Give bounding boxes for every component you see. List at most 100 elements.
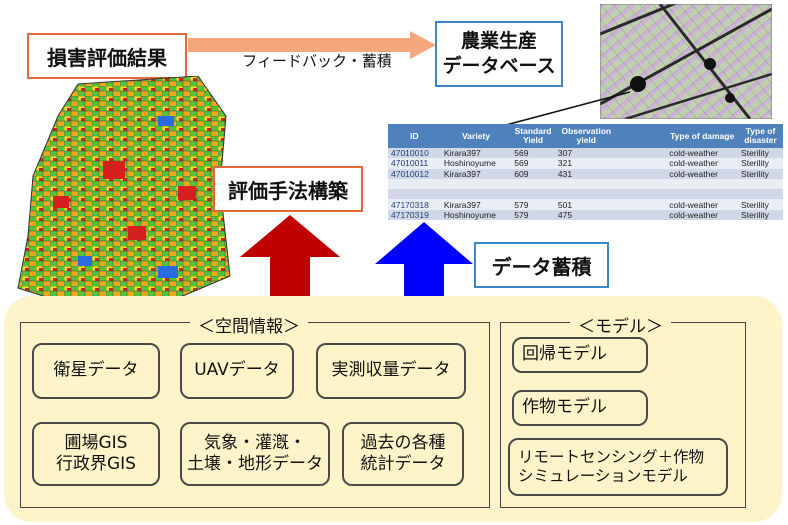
feedback-arrow (188, 31, 436, 59)
database-box: 農業生産 データベース (435, 21, 563, 87)
crop-model-box: 作物モデル (512, 390, 648, 426)
table-cell: 47010012 (388, 168, 441, 179)
table-cell: 47010011 (388, 158, 441, 169)
table-cell: 475 (554, 209, 618, 221)
table-cell: Sterility (738, 168, 783, 179)
table-cell (440, 178, 512, 190)
table-cell (617, 148, 667, 159)
table-cell (388, 189, 441, 200)
satellite-data-label: 衛星データ (53, 360, 139, 381)
table-cell: Kirara397 (440, 168, 512, 179)
satellite-data-box: 衛星データ (32, 343, 160, 399)
field-gis-box: 圃場GIS 行政界GIS (32, 422, 160, 486)
table-header (617, 124, 667, 148)
red-up-arrow (240, 215, 340, 300)
table-cell: Kirara397 (440, 148, 512, 159)
database-label-line2: データベース (442, 55, 556, 77)
database-label-line1: 農業生産 (460, 30, 537, 53)
table-header: Observation yield (554, 124, 618, 148)
table-cell: 609 (511, 168, 555, 179)
rs-crop-sim-model-box: リモートセンシング＋作物 シミュレーションモデル (508, 438, 728, 496)
table-cell: 47010010 (388, 148, 441, 159)
blue-up-arrow (375, 222, 473, 302)
weather-data-label-line1: 気象・灌漑・ (204, 432, 306, 453)
table-cell (388, 178, 441, 190)
table-cell (554, 189, 618, 200)
table-cell: 501 (554, 199, 618, 210)
table-cell: Kirara397 (440, 199, 512, 210)
data-accumulation-box: データ蓄積 (474, 242, 609, 288)
table-cell (554, 178, 618, 190)
regression-model-label: 回帰モデル (522, 344, 607, 365)
table-cell: 569 (511, 148, 555, 159)
table-cell: 431 (554, 168, 618, 179)
table-row (388, 189, 783, 200)
table-row: 47010012 Kirara397 609 431 cold-weather … (388, 168, 783, 179)
damage-result-box: 損害評価結果 (27, 33, 187, 79)
table-cell (617, 178, 667, 190)
table-cell: 579 (511, 199, 555, 210)
model-title: ＜モデル＞ (570, 312, 671, 337)
table-cell: 321 (554, 158, 618, 169)
uav-data-label: UAVデータ (194, 360, 280, 381)
table-cell (617, 209, 667, 221)
table-cell: 579 (511, 209, 555, 221)
spatial-info-title: ＜空間情報＞ (190, 312, 308, 337)
damage-result-label: 損害評価結果 (47, 45, 167, 70)
table-cell: cold-weather (666, 168, 739, 179)
table-cell (666, 189, 739, 200)
table-cell (440, 189, 512, 200)
weather-data-label-line2: 土壌・地形データ (187, 454, 323, 474)
table-row: 47170318 Kirara397 579 501 cold-weather … (388, 199, 783, 210)
table-header-row: ID Variety Standard Yield Observation yi… (388, 124, 783, 148)
table-cell: Sterility (738, 199, 783, 210)
table-row: 47010011 Hoshinoyume 569 321 cold-weathe… (388, 158, 783, 169)
statistics-data-box: 過去の各種 統計データ (342, 422, 464, 486)
regression-model-box: 回帰モデル (512, 337, 648, 373)
statistics-data-label-line2: 統計データ (360, 454, 446, 474)
table-row: 47010010 Kirara397 569 307 cold-weather … (388, 148, 783, 159)
table-cell (617, 168, 667, 179)
table-cell (738, 189, 783, 200)
weather-data-box: 気象・灌漑・ 土壌・地形データ (180, 422, 330, 486)
table-header: Variety (440, 124, 512, 148)
crop-model-label: 作物モデル (522, 397, 607, 418)
table-cell: 307 (554, 148, 618, 159)
measured-yield-box: 実測収量データ (316, 343, 466, 399)
method-construction-label: 評価手法構築 (228, 178, 348, 203)
measured-yield-label: 実測収量データ (331, 360, 451, 381)
table-row: 47170319 Hoshinoyume 579 475 cold-weathe… (388, 209, 783, 221)
table-cell (511, 178, 555, 190)
table-cell (617, 158, 667, 169)
table-cell: cold-weather (666, 148, 739, 159)
table-cell (617, 189, 667, 200)
satellite-image (600, 4, 772, 119)
table-header: Type of damage (666, 124, 739, 148)
table-cell: cold-weather (666, 199, 739, 210)
table-cell: 47170319 (388, 209, 441, 221)
table-cell: Hoshinoyume (440, 158, 512, 169)
field-gis-label-line2: 行政界GIS (56, 454, 136, 474)
data-accumulation-label: データ蓄積 (491, 254, 592, 279)
table-cell (617, 199, 667, 210)
table-cell: cold-weather (666, 158, 739, 169)
field-gis-label-line1: 圃場GIS (64, 432, 128, 453)
table-cell: Sterility (738, 209, 783, 221)
rs-crop-sim-label-line2: シミュレーションモデル (518, 467, 688, 485)
yield-map (17, 76, 231, 305)
table-cell (666, 178, 739, 190)
database-table: ID Variety Standard Yield Observation yi… (388, 124, 783, 221)
table-cell: Sterility (738, 148, 783, 159)
table-header: Standard Yield (511, 124, 555, 148)
table-cell: Hoshinoyume (440, 209, 512, 221)
table-header: ID (388, 124, 441, 148)
statistics-data-label-line1: 過去の各種 (360, 432, 446, 453)
uav-data-box: UAVデータ (180, 343, 294, 399)
rs-crop-sim-label-line1: リモートセンシング＋作物 (518, 447, 705, 466)
table-cell: 569 (511, 158, 555, 169)
method-construction-box: 評価手法構築 (213, 166, 363, 212)
table-cell (738, 178, 783, 190)
table-cell: Sterility (738, 158, 783, 169)
table-cell (511, 189, 555, 200)
table-cell: cold-weather (666, 209, 739, 221)
